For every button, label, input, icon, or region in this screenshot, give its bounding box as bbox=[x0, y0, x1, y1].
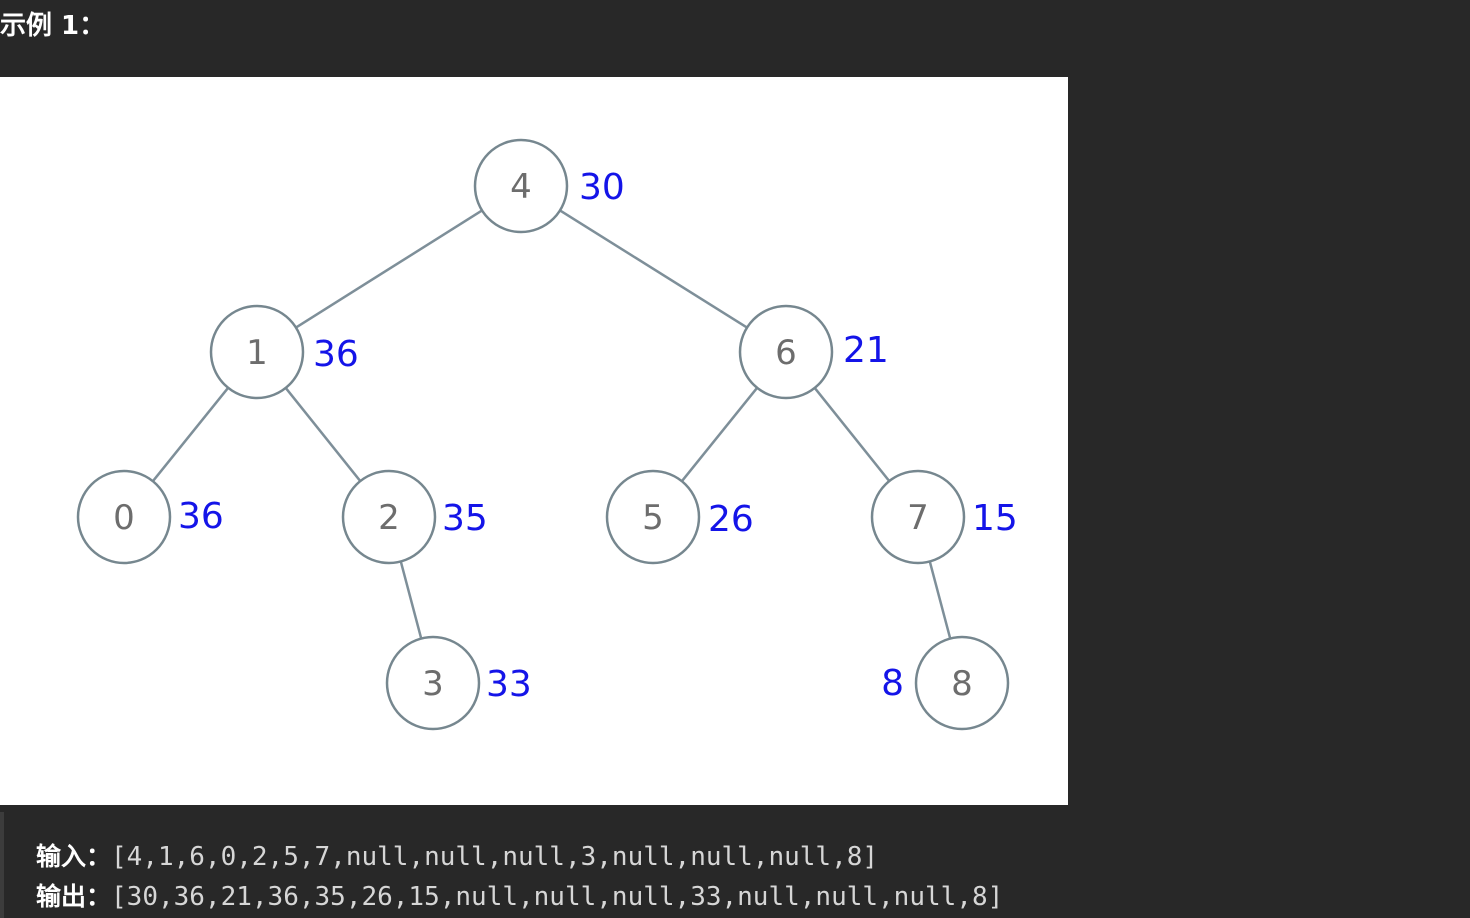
quote-bar bbox=[0, 812, 4, 918]
tree-edge-n1-n2 bbox=[284, 387, 362, 482]
output-line: 输出：[30,36,21,36,35,26,15,null,null,null,… bbox=[36, 877, 1003, 917]
tree-node-sum: 21 bbox=[843, 330, 889, 371]
tree-node-circle bbox=[341, 469, 437, 565]
tree-node-value: 3 bbox=[422, 664, 444, 704]
tree-node-circle bbox=[209, 304, 305, 400]
tree-node-value: 6 bbox=[775, 333, 797, 373]
tree-edge-n1-n0 bbox=[151, 387, 230, 482]
tree-node-value: 0 bbox=[113, 498, 135, 538]
tree-node-circle bbox=[385, 635, 481, 731]
tree-node-value: 8 bbox=[951, 664, 973, 704]
input-value: [4,1,6,0,2,5,7,null,null,null,3,null,nul… bbox=[111, 842, 879, 872]
tree-node-value: 7 bbox=[907, 498, 929, 538]
tree-node-circle bbox=[605, 469, 701, 565]
input-label: 输入： bbox=[36, 842, 112, 871]
tree-node-sum: 8 bbox=[881, 663, 904, 704]
tree-node-value: 5 bbox=[642, 498, 664, 538]
tree-node-circle bbox=[473, 138, 569, 234]
tree-node-sum: 35 bbox=[442, 498, 488, 539]
tree-node-7: 7 15 bbox=[870, 469, 1018, 565]
output-label: 输出： bbox=[36, 882, 112, 911]
tree-node-value: 1 bbox=[246, 333, 268, 373]
tree-node-circle bbox=[870, 469, 966, 565]
tree-node-0: 0 36 bbox=[76, 469, 224, 565]
tree-edge-n6-n5 bbox=[680, 387, 759, 482]
tree-node-6: 6 21 bbox=[738, 304, 889, 400]
tree-node-2: 2 35 bbox=[341, 469, 488, 565]
tree-node-sum: 33 bbox=[486, 664, 532, 705]
tree-node-sum: 30 bbox=[579, 167, 625, 208]
example-heading: 示例 1： bbox=[0, 11, 106, 41]
tree-edge-n6-n7 bbox=[813, 387, 891, 482]
tree-node-sum: 26 bbox=[708, 499, 754, 540]
tree-node-4: 4 30 bbox=[473, 138, 625, 234]
tree-node-1: 1 36 bbox=[209, 304, 359, 400]
input-line: 输入：[4,1,6,0,2,5,7,null,null,null,3,null,… bbox=[36, 837, 878, 877]
tree-node-sum: 36 bbox=[178, 496, 224, 537]
tree-edge-n7-n8 bbox=[928, 561, 952, 639]
tree-node-5: 5 26 bbox=[605, 469, 754, 565]
tree-edge-n2-n3 bbox=[399, 561, 423, 639]
tree-edge-n4-n1 bbox=[295, 209, 483, 329]
tree-node-sum: 36 bbox=[313, 334, 359, 375]
tree-node-circle bbox=[76, 469, 172, 565]
tree-node-circle bbox=[914, 635, 1010, 731]
tree-node-value: 2 bbox=[378, 498, 400, 538]
tree-node-circle bbox=[738, 304, 834, 400]
tree-node-sum: 15 bbox=[972, 498, 1018, 539]
output-value: [30,36,21,36,35,26,15,null,null,null,33,… bbox=[111, 882, 1004, 912]
tree-node-value: 4 bbox=[510, 167, 532, 207]
tree-edge-n4-n6 bbox=[559, 209, 748, 329]
tree-node-8: 88 bbox=[881, 635, 1010, 731]
example-io-block: 输入：[4,1,6,0,2,5,7,null,null,null,3,null,… bbox=[0, 812, 1470, 918]
